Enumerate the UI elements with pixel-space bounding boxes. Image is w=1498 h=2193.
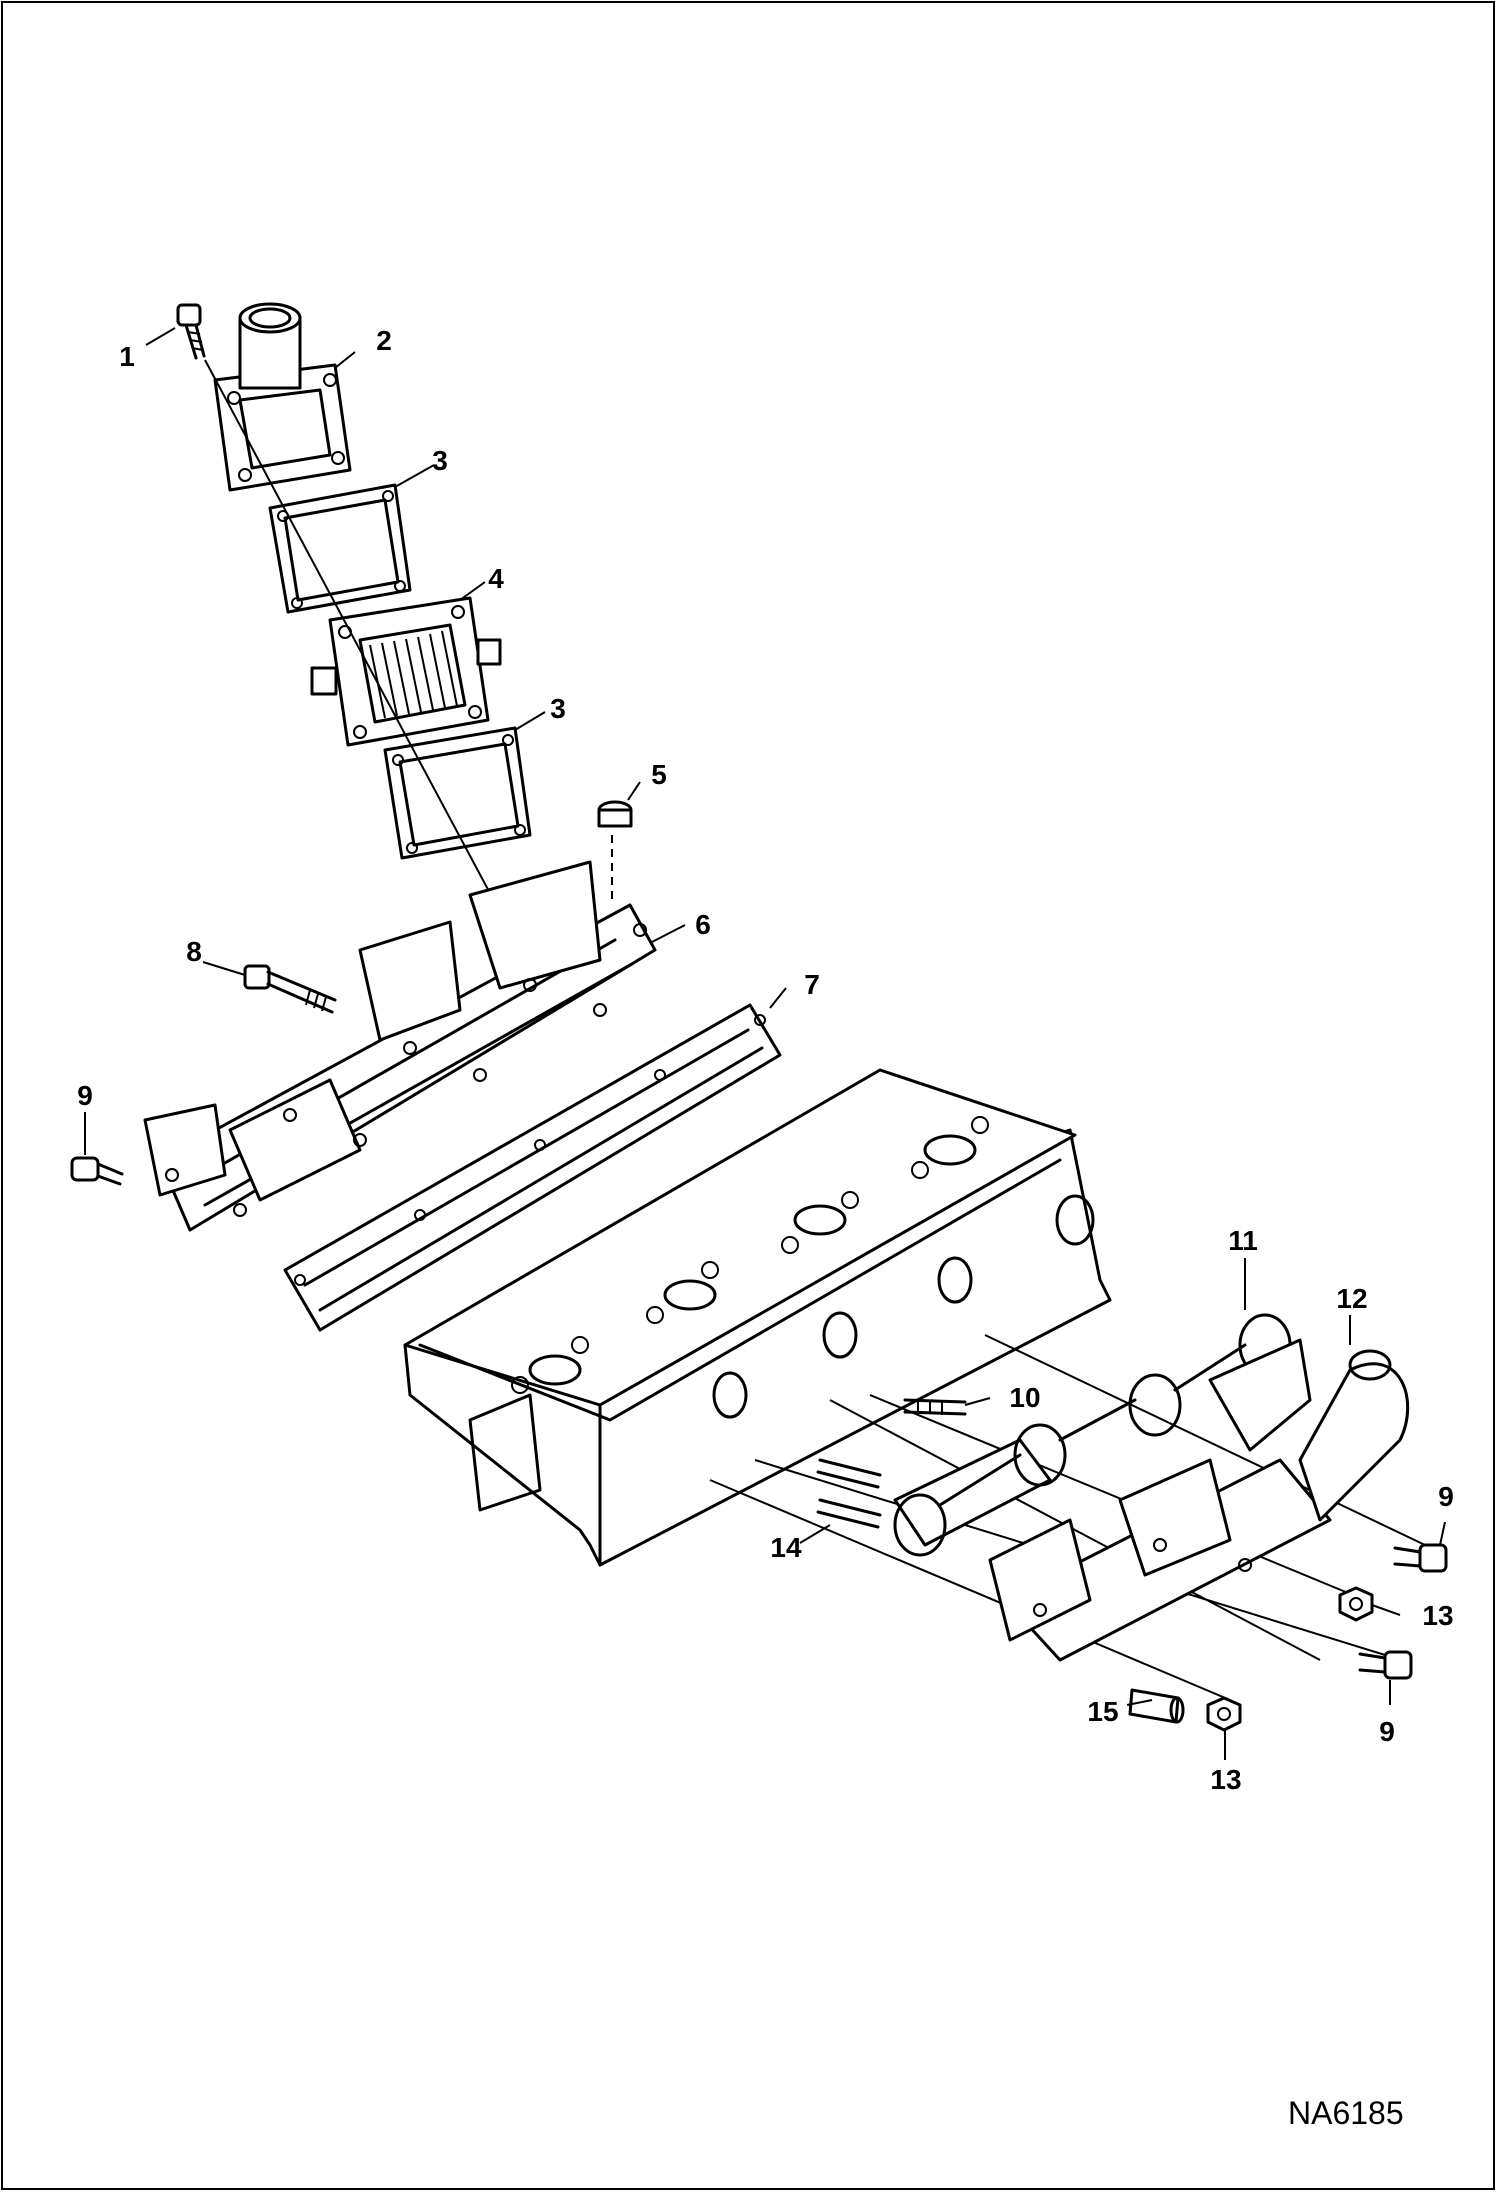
part-13-nut-lower: [1206, 1696, 1242, 1732]
part-6-intake-manifold: [143, 860, 657, 1232]
callout-8: 8: [186, 936, 202, 967]
part-9-bolt-right-lower: [1358, 1650, 1413, 1680]
callout-4: 4: [488, 563, 504, 594]
part-9-bolt-left: [70, 1156, 124, 1186]
callout-13-upper: 13: [1422, 1600, 1454, 1631]
callout-7: 7: [804, 969, 820, 1000]
part-4-intake-heater: [310, 596, 502, 747]
callout-15: 15: [1087, 1696, 1119, 1727]
callout-9-left: 9: [77, 1080, 93, 1111]
part-1-bolt: [176, 303, 206, 360]
callout-12: 12: [1336, 1283, 1368, 1314]
cylinder-head: [403, 1068, 1112, 1567]
part-12-exhaust-manifold: [988, 1338, 1410, 1662]
part-3-gasket-upper: [268, 483, 412, 614]
callout-1: 1: [119, 341, 135, 372]
part-5-plug: [597, 800, 633, 900]
part-13-nut-upper: [1338, 1586, 1374, 1622]
callout-5: 5: [651, 759, 667, 790]
callout-2: 2: [376, 325, 392, 356]
callout-3-upper: 3: [432, 445, 448, 476]
part-2-outlet-housing: [213, 302, 352, 492]
figure-id: NA6185: [1288, 2095, 1404, 2131]
leader-lines: [84, 327, 1446, 1760]
callout-6: 6: [695, 909, 711, 940]
callout-9-right-upper: 9: [1438, 1481, 1454, 1512]
callout-11: 11: [1228, 1225, 1258, 1256]
part-10-stud: [903, 1398, 967, 1416]
part-14-studs: [816, 1458, 882, 1529]
callout-3-lower: 3: [550, 693, 566, 724]
part-15-spacer: [1128, 1688, 1185, 1724]
part-8-bolt: [243, 964, 337, 1014]
callout-13-lower: 13: [1210, 1764, 1242, 1795]
part-9-bolt-right-upper: [1393, 1543, 1448, 1573]
part-3-gasket-lower: [383, 726, 532, 860]
part-7-manifold-gasket: [283, 1003, 782, 1332]
callout-10: 10: [1009, 1382, 1041, 1413]
callout-14: 14: [770, 1532, 802, 1563]
alignment-line: [204, 359, 516, 941]
callout-9-right-lower: 9: [1379, 1716, 1395, 1747]
